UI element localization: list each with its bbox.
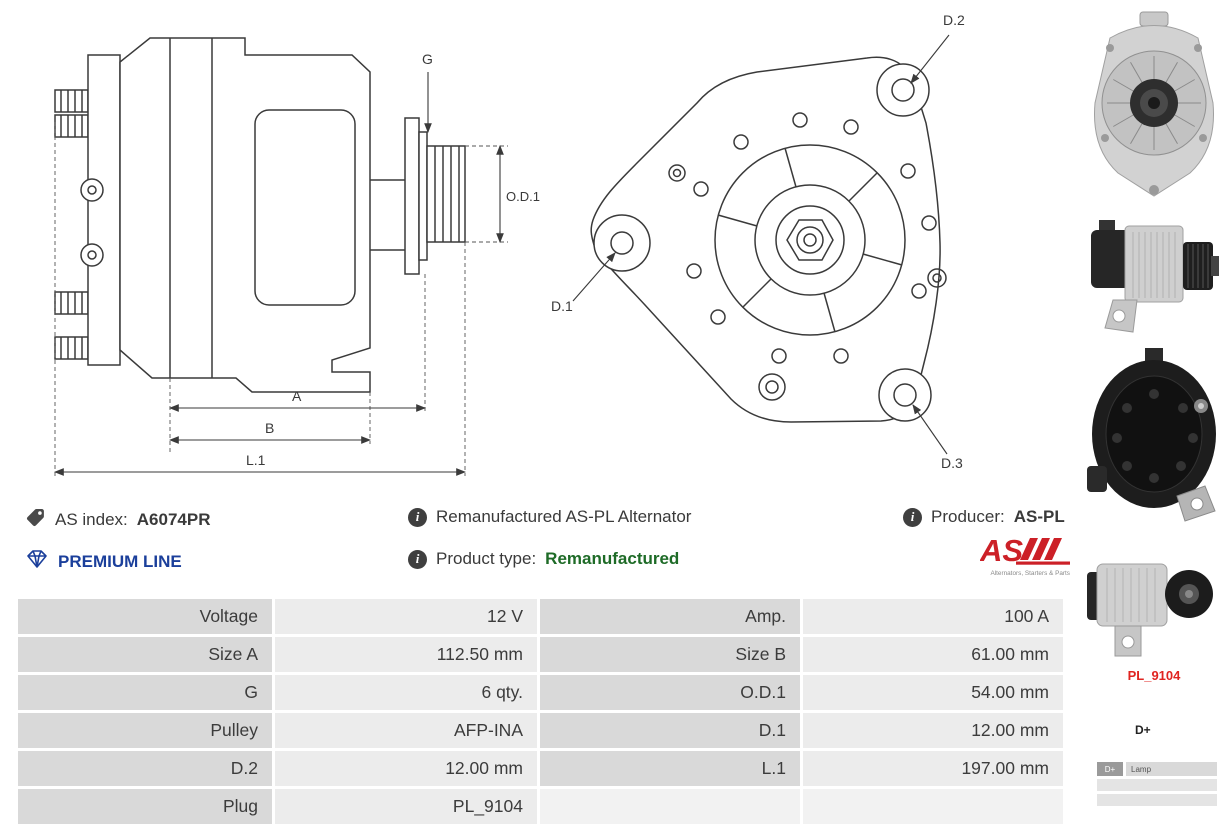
info-icon: i <box>408 549 427 569</box>
product-photo-side-2 <box>1085 552 1223 662</box>
premium-line-row: PREMIUM LINE <box>25 549 182 574</box>
spec-value-empty <box>803 789 1063 824</box>
spec-label: L.1 <box>540 751 800 786</box>
spec-label: G <box>18 675 272 710</box>
spec-label-empty <box>540 789 800 824</box>
pinout-row <box>1097 794 1217 806</box>
spec-label: Pulley <box>18 713 272 748</box>
dim-label-d2: D.2 <box>943 12 965 28</box>
product-type-value: Remanufactured <box>545 549 680 568</box>
product-photo-side <box>1085 212 1223 342</box>
product-type-row: i Product type: Remanufactured <box>408 549 679 569</box>
spec-label: Plug <box>18 789 272 824</box>
logo-tagline: Alternators, Starters & Parts <box>990 570 1070 577</box>
product-type-label: Product type: <box>436 549 537 568</box>
dim-label-d3: D.3 <box>941 455 963 471</box>
pinout-header-row: D+ Lamp <box>1097 762 1217 776</box>
spec-value: 6 qty. <box>275 675 537 710</box>
product-photo-sidebar: PL_9104 D+ D+ Lamp <box>1085 0 1223 838</box>
spec-value: 54.00 mm <box>803 675 1063 710</box>
logo-text: AS <box>980 534 1023 568</box>
spec-value: 12.00 mm <box>275 751 537 786</box>
description-text: Remanufactured AS-PL Alternator <box>436 507 692 526</box>
spec-value: AFP-INA <box>275 713 537 748</box>
dim-label-od1: O.D.1 <box>506 189 540 204</box>
stud-icon <box>54 89 89 360</box>
spec-value: 12 V <box>275 599 537 634</box>
spec-value: 197.00 mm <box>803 751 1063 786</box>
spec-table: Voltage 12 V Amp. 100 A Size A 112.50 mm… <box>18 599 1063 824</box>
diamond-icon <box>25 549 49 574</box>
info-icon: i <box>408 507 427 527</box>
producer-label: Producer: <box>931 507 1005 526</box>
dim-label-a: A <box>292 388 302 404</box>
as-pl-logo: AS Alternators, Starters & Parts <box>979 533 1072 585</box>
pinout-pin: D+ <box>1097 762 1123 776</box>
producer-row: i Producer: AS-PL <box>903 507 1065 527</box>
plug-pinout: D+ Lamp <box>1097 762 1217 809</box>
product-photo-front <box>1085 8 1223 205</box>
dim-label-l1: L.1 <box>246 452 266 468</box>
spec-label: Size A <box>18 637 272 672</box>
side-view-drawing: G O.D.1 A B L.1 <box>40 10 550 495</box>
spec-label: Voltage <box>18 599 272 634</box>
spec-value: 100 A <box>803 599 1063 634</box>
dim-label-g: G <box>422 51 433 67</box>
pinout-pin-label: Lamp <box>1126 762 1217 776</box>
spec-label: O.D.1 <box>540 675 800 710</box>
spec-value: 12.00 mm <box>803 713 1063 748</box>
description-row: i Remanufactured AS-PL Alternator <box>408 507 691 527</box>
premium-line-label: PREMIUM LINE <box>58 551 182 571</box>
spec-label: Amp. <box>540 599 800 634</box>
spec-label: D.1 <box>540 713 800 748</box>
spec-label: D.2 <box>18 751 272 786</box>
product-photo-rear <box>1085 346 1223 526</box>
producer-value: AS-PL <box>1013 507 1065 526</box>
as-index-row: AS index: A6074PR <box>25 507 210 533</box>
dim-label-d1: D.1 <box>551 298 573 314</box>
spec-label: Size B <box>540 637 800 672</box>
pinout-row <box>1097 779 1217 791</box>
spec-value: 112.50 mm <box>275 637 537 672</box>
spec-value: PL_9104 <box>275 789 537 824</box>
as-index-value: A6074PR <box>136 510 211 529</box>
terminal-label: D+ <box>1135 723 1151 737</box>
tag-icon <box>25 507 46 533</box>
plug-code: PL_9104 <box>1127 668 1181 683</box>
front-view-drawing: D.2 D.1 D.3 <box>545 5 1023 488</box>
as-index-label: AS index: <box>55 510 128 529</box>
spec-value: 61.00 mm <box>803 637 1063 672</box>
info-icon: i <box>903 507 922 527</box>
dim-label-b: B <box>265 420 274 436</box>
